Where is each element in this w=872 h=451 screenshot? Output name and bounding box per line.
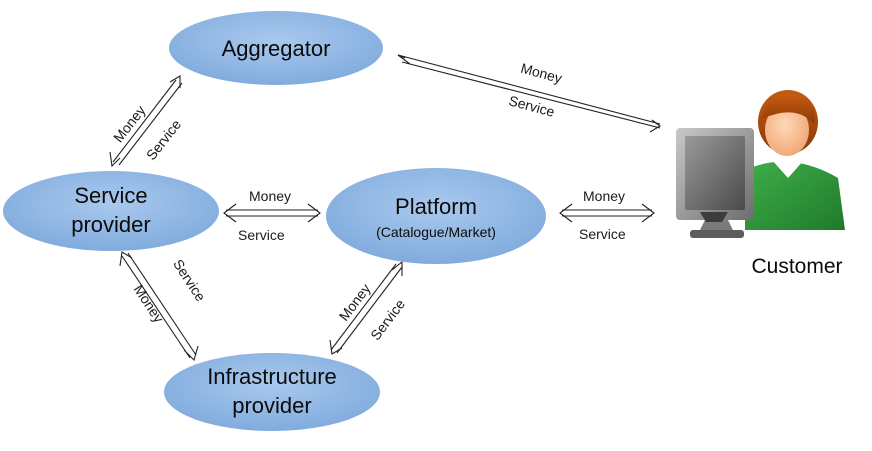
node-aggregator: Aggregator — [169, 11, 383, 85]
arrow-provider-platform — [223, 203, 321, 223]
customer-label: Customer — [751, 255, 842, 278]
edge-label-money-platform-customer: Money — [583, 188, 625, 204]
edge-label-money-infrastructure-platform: Money — [336, 281, 374, 324]
arrow-provider-infrastructure — [119, 251, 199, 362]
edge-label-service-provider-aggregator: Service — [143, 116, 184, 163]
edge-label-service-provider-infrastructure: Service — [170, 256, 209, 304]
arrow-infrastructure-platform — [329, 260, 403, 355]
node-infrastructure-provider: Infrastructure provider — [164, 353, 380, 431]
node-aggregator-label: Aggregator — [222, 36, 331, 61]
node-infrastructure-line2: provider — [232, 393, 311, 418]
edge-label-money-aggregator-customer: Money — [519, 60, 564, 86]
node-platform-line2: (Catalogue/Market) — [376, 224, 496, 240]
edge-label-money-provider-platform: Money — [249, 188, 291, 204]
node-platform-line1: Platform — [395, 194, 477, 219]
arrows-layer — [109, 54, 661, 362]
edge-label-service-provider-platform: Service — [238, 227, 285, 243]
customer-icon — [676, 90, 845, 238]
edge-label-service-aggregator-customer: Service — [507, 92, 556, 120]
node-service-provider-line2: provider — [71, 212, 150, 237]
node-platform: Platform (Catalogue/Market) — [326, 168, 546, 264]
node-service-provider-line1: Service — [74, 183, 147, 208]
edge-label-service-platform-customer: Service — [579, 226, 626, 242]
arrow-provider-aggregator — [109, 75, 183, 168]
node-service-provider: Service provider — [3, 171, 219, 251]
arrow-platform-customer — [559, 203, 655, 223]
node-infrastructure-line1: Infrastructure — [207, 364, 337, 389]
edge-label-service-infrastructure-platform: Service — [367, 296, 408, 343]
arrow-aggregator-to-customer — [397, 54, 661, 133]
